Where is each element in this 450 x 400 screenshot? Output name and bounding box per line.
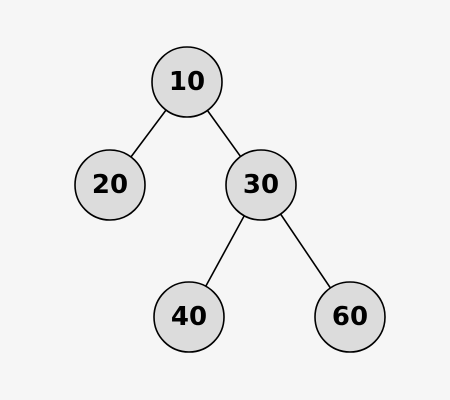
node-label: 30 [243,170,279,200]
tree-node-10: 10 [151,46,223,118]
node-circle [151,46,223,118]
tree-node-40: 40 [153,281,225,353]
node-label: 10 [169,67,205,97]
tree-node-30: 30 [225,149,297,221]
tree-node-60: 60 [314,281,386,353]
node-circle [153,281,225,353]
node-circle [74,149,146,221]
node-label: 60 [332,302,368,332]
node-circle [225,149,297,221]
tree-node-20: 20 [74,149,146,221]
node-label: 40 [171,302,207,332]
node-circle [314,281,386,353]
node-label: 20 [92,170,128,200]
